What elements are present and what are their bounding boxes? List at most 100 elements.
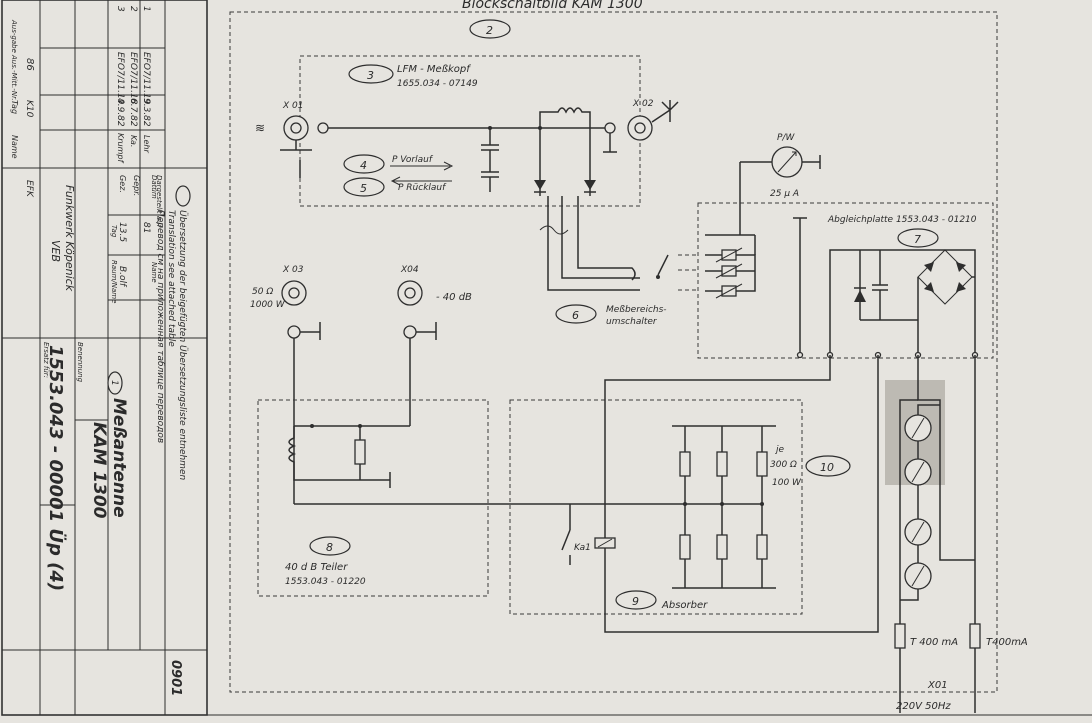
- drawn-header-datum: Datum: [150, 175, 158, 199]
- block-4-num: 4: [360, 159, 367, 172]
- diagram-title: Blockschaltbild KAM 1300: [462, 0, 643, 12]
- fuse-1-label: T 400 mA: [910, 637, 958, 648]
- x04-rating: - 40 dB: [436, 292, 472, 303]
- rev-row-2-date: 6.7.82: [128, 98, 138, 127]
- block-7-name: Abgleichplatte 1553.043 - 01210: [827, 215, 977, 225]
- fuse-1-icon: [894, 623, 906, 649]
- divider-resistor: [354, 439, 366, 465]
- rev-header-tag: Tag: [10, 100, 19, 114]
- rev-row-1-mitt: EFO7/11.19: [141, 52, 151, 105]
- block-8-outline: [257, 399, 489, 597]
- product-name: Meßantenne: [109, 398, 129, 518]
- block-4-tag: [343, 154, 385, 174]
- fan-motors: [900, 404, 940, 601]
- block-7-num: 7: [914, 233, 921, 246]
- block-10-num: 10: [820, 461, 834, 474]
- doc-number: 1553.043 - 00001 Üp (4): [45, 345, 67, 591]
- block-9-tag: [615, 590, 657, 610]
- resistor-note-1: je: [774, 445, 785, 455]
- mains-label: 220V 50Hz: [896, 701, 951, 712]
- x02-label: X 02: [632, 99, 654, 109]
- coupling-inductor: [539, 107, 591, 128]
- range-switch-icon: [657, 254, 669, 276]
- note-line-3: Перевод см на приложенная таблице перево…: [155, 210, 165, 443]
- forward-arrow-icon: [390, 161, 454, 171]
- block-6-name-2: umschalter: [606, 317, 658, 327]
- trim-resistors: [705, 234, 756, 299]
- rev-header-name: Name: [10, 135, 19, 159]
- block-3-num: 3: [367, 69, 374, 82]
- dargestellt-label: Dargestellt auf: [155, 175, 163, 229]
- x01-power-label: X01: [927, 680, 948, 691]
- tag-label: Tag: [110, 225, 118, 238]
- rev-row-3-date: 4.9.82: [115, 98, 125, 127]
- block-10-tag: [805, 455, 851, 477]
- block-9-num: 9: [632, 595, 639, 608]
- block-3-tag: [348, 64, 394, 84]
- block-5-name: P Rücklauf: [398, 183, 447, 193]
- block-6-name-1: Meßbereichs-: [606, 305, 667, 315]
- rev-row-3-mitt: EFO7/11.19: [115, 52, 125, 105]
- rev-row-3-name: Krumpf: [116, 133, 125, 163]
- meter-label: P/W: [777, 133, 795, 143]
- resistor-note-3: 100 W: [772, 478, 802, 488]
- meter-range: 25 µ A: [770, 189, 799, 199]
- title-circle-num: 1: [109, 380, 119, 386]
- bridge-rectifier-icon: [917, 249, 973, 305]
- block-3-part: 1655.034 - 07149: [397, 79, 478, 89]
- resistor-note-2: 300 Ω: [770, 460, 797, 470]
- note-line-2: Translation see attached table: [166, 210, 176, 347]
- antenna-icon: [651, 100, 679, 123]
- block-7-outline: [697, 202, 994, 359]
- rev-row-1-name: Lehr: [142, 135, 151, 153]
- title-block: Aus-gabe Aus.-Mitt.-Nr. Tag Name 3 EFO7/…: [1, 0, 208, 716]
- drawn-header-name: Name: [150, 262, 158, 283]
- block-8-num: 8: [326, 541, 333, 554]
- block-9-outline: [509, 399, 803, 615]
- note-circle: [175, 185, 191, 207]
- ersatz-label: Ersatz für:: [42, 342, 50, 378]
- block-2-tag: [469, 19, 511, 39]
- drawn-gez-date: 13.5: [117, 222, 127, 242]
- block-4-name: P Vorlauf: [392, 155, 434, 165]
- x04-label: X04: [400, 265, 419, 275]
- x01-label: X 01: [282, 101, 303, 111]
- product-type: KAM 1300: [89, 422, 109, 519]
- reverse-arrow-icon: [390, 176, 452, 186]
- absorber-resistor-bank: [672, 425, 776, 589]
- block-8-tag: [309, 536, 351, 556]
- diode-reverse-icon: [584, 180, 596, 190]
- nr-81: 81: [141, 222, 151, 233]
- note-line-1: Übersetzung der beigefügten Übersetzungs…: [177, 210, 188, 480]
- block-5-num: 5: [360, 182, 367, 195]
- rev-row-3-nr: 3: [115, 6, 125, 12]
- block-9-name: Absorber: [661, 600, 708, 611]
- rev-row-2-name: Ka.: [129, 135, 138, 147]
- x03-rating-2: 1000 W: [250, 300, 286, 310]
- cell-86: 86: [24, 58, 35, 71]
- block-6-num: 6: [572, 309, 579, 322]
- block-5-tag: [343, 177, 385, 197]
- zener-diode-icon: [854, 290, 866, 302]
- x03-rating-1: 50 Ω: [252, 287, 273, 297]
- raumname-label: Raum/Name: [110, 260, 118, 303]
- rev-row-2-mitt: EFO7/11.18: [128, 52, 138, 105]
- fuse-2-icon: [969, 623, 981, 649]
- drawn-gez-name: B.olf: [117, 266, 127, 288]
- drawn-gez: Gez.: [118, 175, 127, 193]
- block-2-outline: [229, 11, 998, 693]
- drawn-gepr: Gepr.: [132, 175, 141, 196]
- block-8-name: 40 d B Teiler: [285, 562, 348, 573]
- rev-header-mitt: Aus.-Mitt.-Nr.: [10, 54, 18, 101]
- divider-coil: [288, 426, 390, 481]
- cell-k10: K10: [24, 100, 34, 118]
- title-circle: [107, 371, 123, 395]
- rev-row-2-nr: 2: [128, 6, 138, 12]
- rev-row-1-nr: 1: [141, 6, 151, 12]
- rev-header-ausgabe: Aus-gabe: [10, 19, 18, 53]
- cell-efk: EFK: [24, 180, 34, 198]
- rev-row-1-date: 9.3.82: [141, 98, 151, 127]
- block-6-tag: [555, 304, 597, 324]
